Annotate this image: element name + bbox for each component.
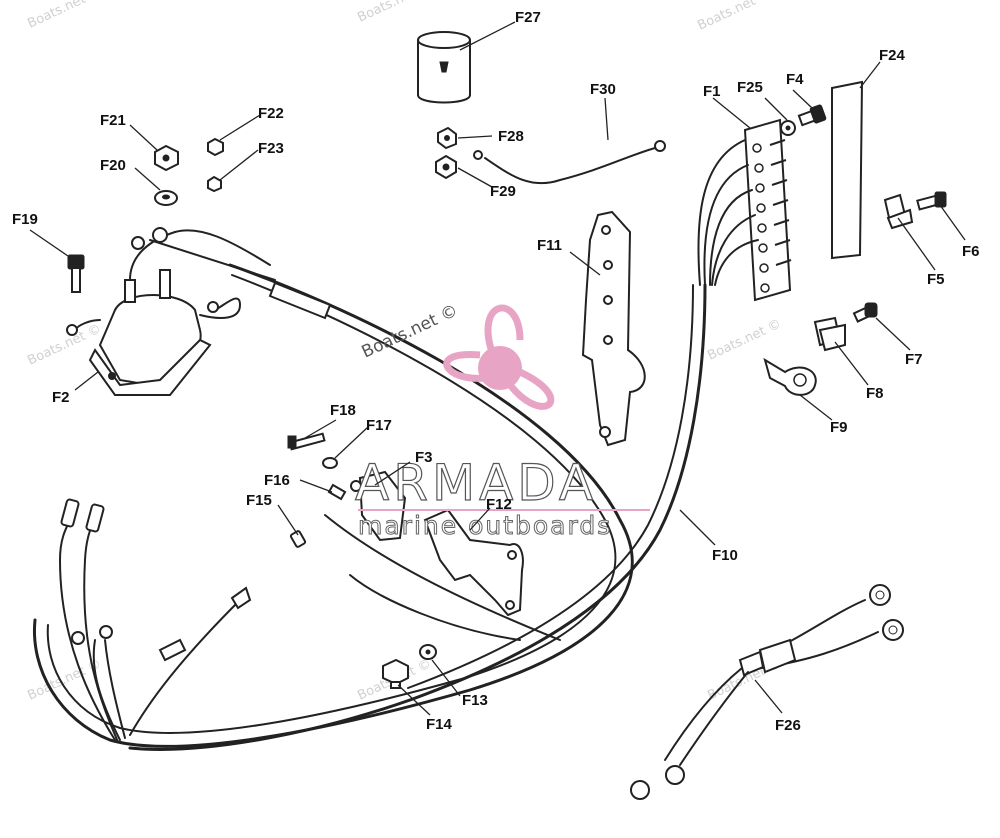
cover-f27	[417, 31, 471, 104]
brand-watermark: Boats.net © ARMADA marine outboards	[354, 301, 650, 541]
watermark-text: Boats.net ©	[705, 317, 783, 364]
part-label-f18: F18	[330, 402, 356, 419]
wire-f30	[473, 140, 666, 185]
part-label-f7: F7	[905, 351, 923, 368]
part-label-f6: F6	[962, 243, 980, 260]
part-label-f10: F10	[712, 547, 738, 564]
watermark-text: Boats.net ©	[695, 0, 773, 34]
propeller-logo-icon	[443, 304, 555, 410]
part-label-f11: F11	[537, 237, 562, 254]
part-label-f13: F13	[462, 692, 488, 709]
part-label-f15: F15	[246, 492, 272, 509]
terminal-block-f1	[697, 118, 792, 302]
nut-f21	[154, 144, 179, 172]
battery-cable-f26	[630, 584, 904, 800]
screw-f18	[287, 432, 326, 451]
part-label-f24: F24	[879, 47, 906, 64]
part-label-f28: F28	[498, 128, 524, 145]
screw-f15	[289, 530, 307, 548]
part-label-f3: F3	[415, 449, 433, 466]
bracket-plate-f11	[581, 210, 646, 447]
solenoid-f2	[66, 227, 276, 396]
part-labels: F1 F2 F3 F4 F5 F6 F7 F8 F9 F10 F11 F12 F…	[12, 9, 980, 734]
watermark-text: Boats.net ©	[25, 0, 103, 32]
part-label-f14: F14	[426, 716, 453, 733]
screw-f7	[852, 302, 878, 323]
clip-f5	[883, 193, 914, 230]
screw-f4	[797, 104, 827, 127]
watermark-tagline-text: marine outboards	[358, 511, 612, 540]
part-label-f30: F30	[590, 81, 616, 98]
washer-f25	[780, 120, 796, 136]
module-f3	[350, 470, 407, 542]
part-label-f27: F27	[515, 9, 541, 26]
leader-lines	[29, 21, 966, 716]
watermark-brand-text: ARMADA	[355, 454, 597, 512]
part-label-f5: F5	[927, 271, 945, 288]
washer-f17	[322, 457, 338, 469]
part-label-f22: F22	[258, 105, 284, 122]
part-label-f8: F8	[866, 385, 884, 402]
part-label-f29: F29	[490, 183, 516, 200]
part-label-f20: F20	[100, 157, 126, 174]
watermark-site-text: Boats.net ©	[359, 301, 461, 363]
nut-f23	[207, 175, 222, 193]
watermark-text: Boats.net ©	[355, 0, 433, 26]
clamp-f9	[763, 357, 817, 396]
washer-f13	[419, 644, 437, 660]
part-label-f9: F9	[830, 419, 848, 436]
screw-f6	[916, 191, 947, 211]
bolt-f14	[382, 658, 409, 689]
part-label-f19: F19	[12, 211, 38, 228]
part-label-f21: F21	[100, 112, 126, 129]
nut-f28	[437, 126, 457, 150]
part-label-f17: F17	[366, 417, 392, 434]
bolt-f19	[67, 254, 85, 293]
part-label-f1: F1	[703, 83, 721, 100]
part-label-f26: F26	[775, 717, 801, 734]
nut-f22	[207, 137, 224, 157]
part-label-f25: F25	[737, 79, 763, 96]
washer-f20	[154, 190, 178, 206]
part-label-f4: F4	[786, 71, 804, 88]
part-label-f2: F2	[52, 389, 70, 406]
bracket-f8	[813, 316, 846, 352]
bracket-f12	[423, 508, 524, 617]
nut-f29	[435, 154, 457, 180]
label-strip-f24	[831, 80, 864, 260]
part-label-f12: F12	[486, 496, 512, 513]
part-label-f16: F16	[264, 472, 290, 489]
terminal-f16	[327, 483, 347, 501]
part-label-f23: F23	[258, 140, 284, 157]
